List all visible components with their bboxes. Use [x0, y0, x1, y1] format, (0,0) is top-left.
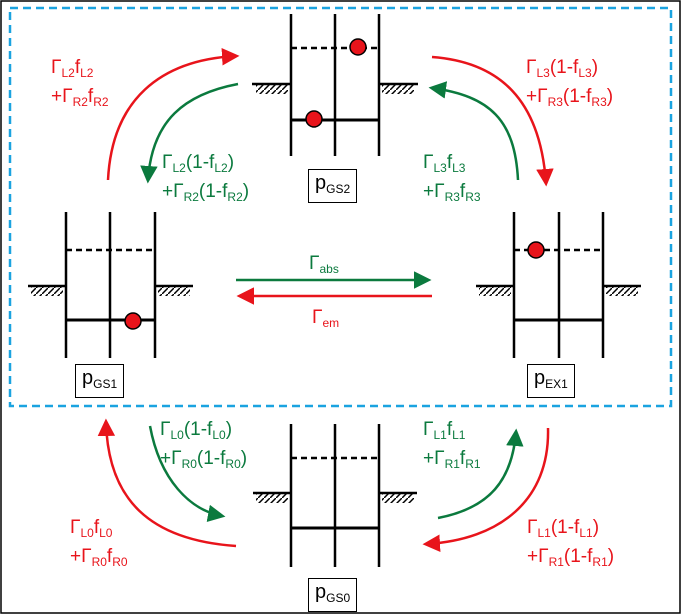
- rate-label-ex1-to-gs2: ΓL3fL3 +ΓR3fR3: [423, 152, 481, 204]
- rate-label-gs2-to-gs1: ΓL2(1-fL2) +ΓR2(1-fR2): [162, 152, 250, 204]
- arrow-ex1-to-gs2: [428, 81, 520, 181]
- state-gs1-levels: [28, 212, 193, 358]
- electron-dot: [124, 312, 142, 330]
- electron-dot: [527, 241, 545, 259]
- state-gs0-levels: [253, 424, 417, 567]
- rate-label-gs1-to-gs2: ΓL2fL2 +ΓR2fR2: [51, 57, 109, 109]
- rate-label-gs1-to-gs0: ΓL0(1-fL0) +ΓR0(1-fR0): [160, 419, 248, 471]
- electron-dot: [349, 38, 367, 56]
- rate-label-gs0-to-ex1: ΓL1fL1 +ΓR1fR1: [423, 419, 481, 471]
- arrow-gs2-to-ex1: [431, 55, 554, 187]
- electron-dot: [305, 110, 323, 128]
- rate-label-gs2-to-ex1: ΓL3(1-fL3) +ΓR3(1-fR3): [526, 57, 614, 109]
- state-gs2-levels: [252, 14, 418, 156]
- rate-label-emission: Γem: [312, 307, 340, 330]
- arrow-gs0-to-ex1: [437, 428, 524, 520]
- arrow-gs0-to-gs1: [97, 418, 237, 548]
- state-label-gs2: pGS2: [308, 169, 358, 203]
- state-label-gs0: pGS0: [308, 578, 358, 612]
- rate-label-ex1-to-gs0: ΓL1(1-fL1) +ΓR1(1-fR1): [527, 517, 615, 569]
- arrow-ex1-to-gs0: [422, 427, 550, 552]
- state-label-ex1: pEX1: [527, 364, 575, 398]
- state-ex1-levels: [476, 212, 641, 358]
- state-label-gs1: pGS1: [75, 364, 125, 398]
- rate-label-gs0-to-gs1: ΓL0fL0 +ΓR0fR0: [70, 517, 128, 569]
- rate-label-absorption: Γabs: [309, 253, 339, 276]
- arrow-gs1-to-gs0: [148, 425, 226, 523]
- arrow-gs2-to-gs1: [140, 82, 239, 184]
- dashed-region: [8, 6, 673, 408]
- arrow-gs1-to-gs2: [106, 48, 240, 181]
